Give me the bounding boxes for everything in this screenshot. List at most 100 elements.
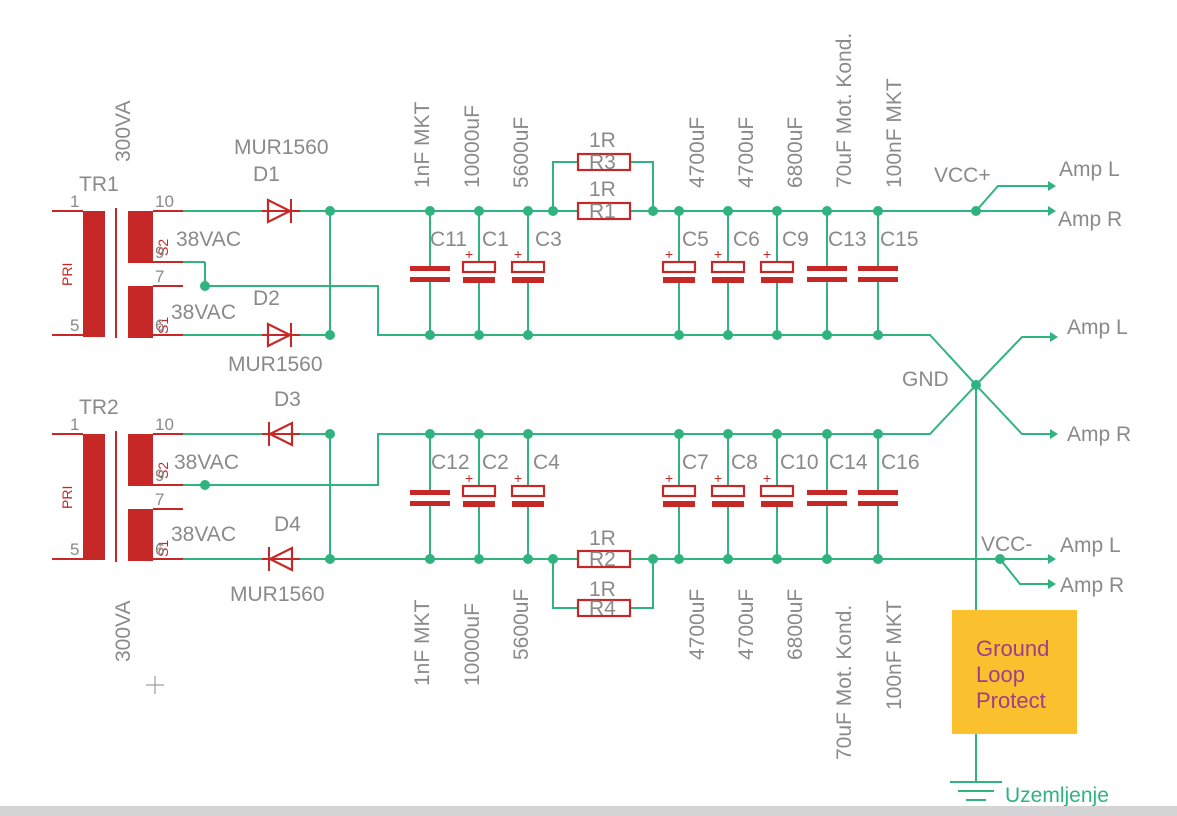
c5-name: C5 [682,228,709,251]
c1-name: C1 [482,228,509,251]
tr2-pin-10: 10 [155,415,174,434]
c9-name: C9 [782,228,809,251]
caps-bottom: C12 1nF MKT + C2 10000uF + C4 5600uF + C… [410,451,920,760]
d2-name: D2 [253,287,280,310]
c7-name: C7 [682,451,709,474]
svg-text:+: + [514,246,522,262]
diode-d1: D1 MUR1560 [234,136,329,224]
output-arrows [1048,181,1058,589]
svg-text:+: + [465,246,473,262]
tr1-s1-label: S1 [155,317,171,334]
tr2-voltage-upper: 38VAC [174,451,239,474]
c10-name: C10 [780,451,819,474]
capacitor-c15: C15 100nF MKT [858,78,919,282]
capacitor-c5: + C5 4700uF [661,117,709,283]
tr2-s1-label: S1 [155,540,171,557]
c14-value: 70uF Mot. Kond. [833,605,856,760]
junctions [200,206,1005,564]
tr1-rating: 300VA [112,101,135,163]
out-amp-r-2: Amp R [1067,423,1131,446]
glp-line1: Ground [976,636,1049,661]
out-amp-l-1: Amp L [1059,158,1120,181]
c6-name: C6 [733,228,760,251]
tr2-pin-7: 7 [155,490,164,509]
c13-name: C13 [828,228,867,251]
c15-value: 100nF MKT [883,78,906,188]
tr2-pin-5: 5 [70,540,79,559]
tr2-name: TR2 [79,396,119,419]
capacitor-c13: C13 70uF Mot. Kond. [807,33,867,282]
capacitor-c7: + C7 4700uF [661,451,709,660]
diode-d2: D2 MUR1560 [228,287,323,376]
tr1-pin-9: 9 [155,243,164,262]
diode-d3: D3 [262,388,301,447]
d1-name: D1 [253,163,280,186]
c5-value: 4700uF [686,117,709,188]
d4-name: D4 [274,513,301,536]
tr1-pin-1: 1 [70,192,79,211]
c13-value: 70uF Mot. Kond. [833,33,856,188]
c14-name: C14 [829,451,868,474]
svg-text:+: + [665,470,673,486]
c7-value: 4700uF [686,589,709,660]
tr2-pin-1: 1 [70,415,79,434]
c4-name: C4 [533,451,560,474]
tr1-pin-10: 10 [155,192,174,211]
c1-value: 10000uF [461,105,484,188]
r4-name: R4 [589,597,616,620]
svg-text:+: + [665,246,673,262]
r2-name: R2 [589,548,616,571]
tr2-pri-label: PRI [59,486,75,509]
ground-loop-protect-block: Ground Loop Protect [952,610,1077,734]
c2-name: C2 [482,451,509,474]
capacitor-c6: + C6 4700uF [710,117,760,283]
tr2-rating: 300VA [112,601,135,663]
earth-label: Uzemljenje [1005,784,1109,807]
out-amp-r-1: Amp R [1058,208,1122,231]
origin-marker [146,676,164,694]
c10-value: 6800uF [784,589,807,660]
svg-text:+: + [714,470,722,486]
c15-name: C15 [880,228,919,251]
svg-text:+: + [514,470,522,486]
tr1-pin-7: 7 [155,267,164,286]
r1-name: R1 [589,200,616,223]
c8-value: 4700uF [735,589,758,660]
tr2-pin-9: 9 [155,466,164,485]
tr2-pin-6: 6 [155,540,164,559]
tr2-voltage-lower: 38VAC [171,523,236,546]
out-amp-l-3: Amp L [1060,534,1121,557]
d1-value: MUR1560 [234,136,329,159]
diode-d4: D4 MUR1560 [230,513,325,606]
capacitor-c1: + C1 10000uF [461,105,509,283]
r3-name: R3 [589,151,616,174]
out-amp-l-2: Amp L [1067,316,1128,339]
tr2-s2-label: S2 [155,462,171,479]
capacitor-c12: C12 1nF MKT [410,451,470,686]
glp-line2: Loop [976,662,1025,687]
tr1-voltage-upper: 38VAC [176,228,241,251]
tr1-s2-label: S2 [155,239,171,256]
capacitor-c2: + C2 10000uF [461,451,509,686]
c16-name: C16 [881,451,920,474]
resistor-r4: 1R R4 [576,578,632,620]
resistor-r3: 1R R3 [576,129,632,174]
net-labels: VCC+ GND VCC- Amp L Amp R Amp L Amp R Am… [902,158,1131,597]
c8-name: C8 [731,451,758,474]
r4-value: 1R [589,578,616,601]
svg-text:+: + [763,246,771,262]
tr1-pin-6: 6 [155,316,164,335]
capacitor-c4: + C4 5600uF [510,451,560,660]
svg-text:+: + [465,470,473,486]
c4-value: 5600uF [510,589,533,660]
capacitor-c14: C14 70uF Mot. Kond. [807,451,868,760]
r2-value: 1R [589,527,616,550]
resistor-r1: 1R R1 [576,178,632,223]
tr1-pri-label: PRI [59,263,75,286]
gnd-label: GND [902,368,949,391]
c2-value: 10000uF [461,603,484,686]
resistor-r2: 1R R2 [576,527,632,571]
c3-name: C3 [535,228,562,251]
out-amp-r-3: Amp R [1060,574,1124,597]
